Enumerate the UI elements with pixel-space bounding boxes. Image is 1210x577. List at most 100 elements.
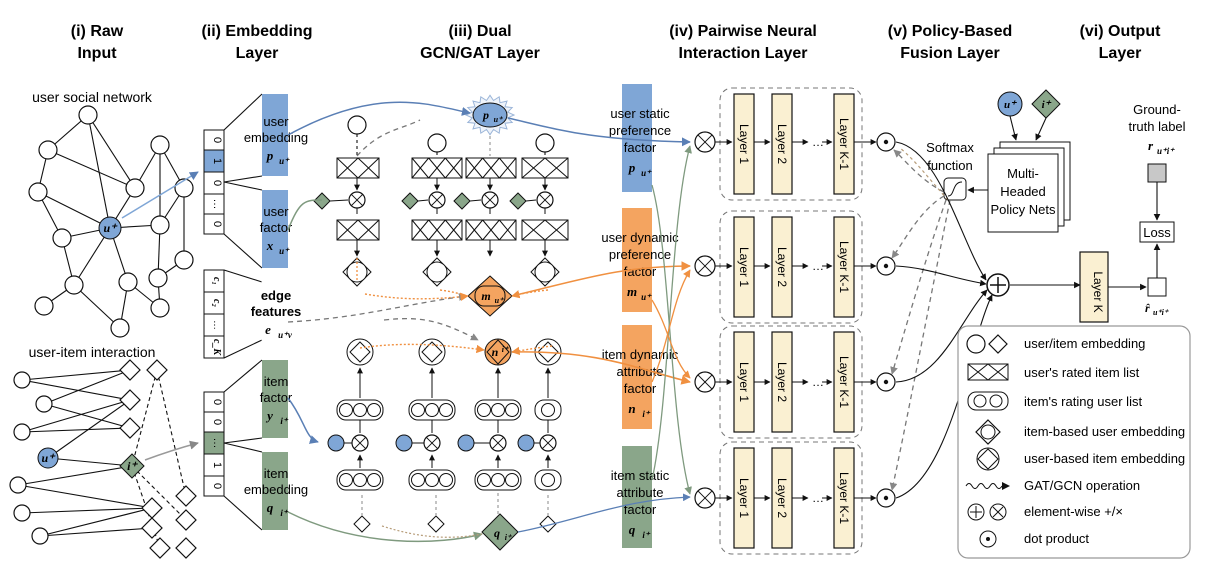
svg-text:(ii) Embedding: (ii) Embedding bbox=[201, 23, 312, 40]
item-factor-node bbox=[453, 192, 471, 210]
mlp-layer: Layer K-1 bbox=[833, 331, 855, 433]
rating-user-list bbox=[474, 469, 522, 491]
rating-user-list bbox=[474, 399, 522, 421]
onehot-user-vector: 0 1 0 … 0 bbox=[203, 129, 225, 235]
svg-text:u⁺: u⁺ bbox=[103, 221, 118, 235]
user-factor-bar bbox=[262, 190, 288, 268]
svg-text:u⁺: u⁺ bbox=[495, 296, 504, 305]
item-node bbox=[427, 515, 445, 533]
rating-user-list bbox=[336, 469, 384, 491]
output-layer-k: Layer K bbox=[1079, 251, 1147, 323]
svg-text:i⁺: i⁺ bbox=[642, 409, 651, 419]
svg-text:e: e bbox=[265, 322, 271, 337]
svg-text:n: n bbox=[628, 401, 635, 416]
m-user-node: m u⁺ bbox=[467, 275, 513, 317]
rated-item-list bbox=[465, 157, 517, 179]
svg-text:x: x bbox=[266, 238, 274, 253]
svg-text:Layer K: Layer K bbox=[1091, 271, 1105, 312]
header-output-layer: (vi) Output Layer bbox=[1080, 23, 1162, 62]
svg-text:i⁺: i⁺ bbox=[505, 533, 512, 542]
svg-text:…: … bbox=[812, 135, 824, 149]
svg-text:1: 1 bbox=[211, 158, 223, 164]
item-factor-node bbox=[401, 192, 419, 210]
svg-text:i⁺: i⁺ bbox=[1042, 99, 1052, 111]
legend-item-based-user-embedding: item-based user embedding bbox=[975, 419, 1185, 445]
item-node bbox=[539, 515, 557, 533]
dot-product-node bbox=[876, 488, 896, 508]
svg-text:factor: factor bbox=[624, 140, 657, 155]
svg-text:item: item bbox=[264, 374, 289, 389]
svg-text:Layer 2: Layer 2 bbox=[775, 247, 789, 287]
svg-text:u⁺: u⁺ bbox=[279, 156, 290, 166]
edge-feature-connectors bbox=[223, 269, 263, 359]
arrow-social-to-onehot bbox=[121, 171, 199, 219]
svg-text:(i) Raw: (i) Raw bbox=[71, 23, 124, 40]
svg-text:Fusion Layer: Fusion Layer bbox=[900, 45, 1000, 62]
svg-text:p: p bbox=[482, 108, 489, 122]
svg-text:u⁺i⁺: u⁺i⁺ bbox=[1157, 146, 1175, 156]
svg-text:q: q bbox=[629, 522, 636, 537]
edge-features-bar bbox=[261, 281, 289, 341]
item-factor-bar bbox=[262, 360, 288, 438]
svg-text:y: y bbox=[265, 408, 273, 423]
svg-text:Multi-: Multi- bbox=[1007, 166, 1039, 181]
svg-text:factor: factor bbox=[624, 381, 657, 396]
mlp-layer: Layer 2 bbox=[771, 447, 793, 549]
item-node bbox=[353, 515, 371, 533]
svg-text:Headed: Headed bbox=[1000, 184, 1046, 199]
user-factor-node bbox=[517, 434, 535, 452]
svg-text:u⁺: u⁺ bbox=[279, 246, 290, 256]
user-item-interaction-title: user-item interaction bbox=[29, 344, 156, 360]
gcn-user-branch bbox=[313, 115, 569, 287]
rating-user-list bbox=[408, 399, 456, 421]
arrow-interaction-to-onehot bbox=[144, 440, 199, 461]
label-user-embedding: user embedding p u⁺ bbox=[244, 114, 308, 166]
legend-rated-item-list: user's rated item list bbox=[967, 363, 1140, 381]
svg-text:features: features bbox=[251, 304, 302, 319]
rated-item-list bbox=[336, 219, 380, 241]
svg-text:r: r bbox=[1148, 138, 1154, 153]
svg-text:m: m bbox=[481, 289, 490, 303]
svg-text:embedding: embedding bbox=[244, 482, 308, 497]
svg-text:u⁺: u⁺ bbox=[494, 115, 503, 124]
multiply-node bbox=[694, 255, 716, 277]
svg-text:u⁺i⁺: u⁺i⁺ bbox=[1153, 308, 1169, 317]
label-edge-features: edge features e u⁺v bbox=[251, 288, 302, 340]
svg-text:…: … bbox=[812, 259, 824, 273]
svg-text:i⁺: i⁺ bbox=[127, 459, 138, 473]
svg-text:GCN/GAT Layer: GCN/GAT Layer bbox=[420, 45, 540, 62]
legend: user/item embedding user's rated item li… bbox=[957, 325, 1191, 559]
multiply-node bbox=[348, 191, 366, 209]
svg-text:p: p bbox=[266, 148, 274, 163]
mlp-layer: Layer K-1 bbox=[833, 93, 855, 195]
item-based-user-embedding bbox=[418, 338, 446, 366]
svg-text:user: user bbox=[263, 204, 289, 219]
multiply-node bbox=[539, 434, 557, 452]
svg-text:Interaction Layer: Interaction Layer bbox=[679, 45, 808, 62]
svg-text:0: 0 bbox=[211, 399, 223, 405]
svg-text:attribute: attribute bbox=[617, 485, 664, 500]
svg-text:GAT/GCN operation: GAT/GCN operation bbox=[1024, 478, 1140, 493]
svg-text:Layer: Layer bbox=[1099, 45, 1142, 62]
svg-text:u⁺: u⁺ bbox=[641, 292, 652, 302]
q-item-node: q i⁺ bbox=[481, 513, 519, 551]
edge-feature-vector: c₁ c₂ … c_K bbox=[203, 269, 225, 359]
multiply-node bbox=[481, 191, 499, 209]
fusion-dot-products bbox=[876, 132, 896, 508]
interaction-user-node bbox=[37, 447, 59, 469]
svg-text:c₁: c₁ bbox=[211, 277, 222, 285]
svg-text:edge: edge bbox=[261, 288, 291, 303]
user-factor-node bbox=[395, 434, 413, 452]
user-based-item-embedding bbox=[530, 257, 560, 287]
label-item-embedding: item embedding q i⁺ bbox=[244, 466, 308, 518]
svg-text:function: function bbox=[927, 158, 973, 173]
gcn-item-branch bbox=[327, 338, 562, 533]
svg-text:user dynamic: user dynamic bbox=[601, 230, 679, 245]
dot-product-node bbox=[876, 132, 896, 152]
